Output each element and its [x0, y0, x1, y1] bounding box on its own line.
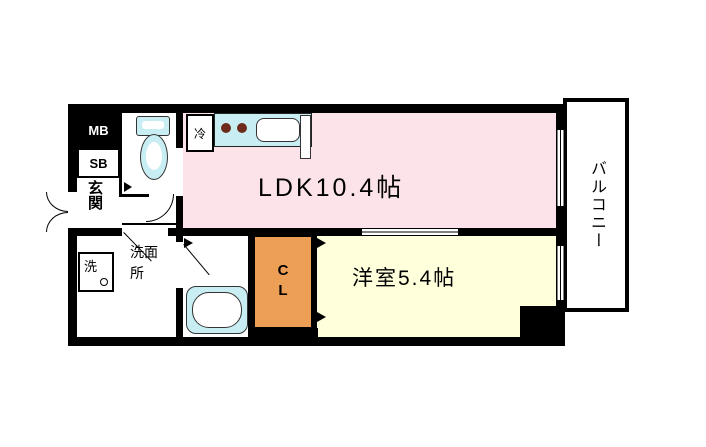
meter-box-label: MB — [88, 122, 109, 138]
door-swing-marker-icon — [317, 238, 326, 248]
refrigerator-box: 冷 — [186, 114, 214, 152]
wall — [312, 228, 317, 346]
stove-burner-icon — [237, 123, 247, 133]
entrance-label: 玄関 — [86, 180, 103, 210]
wall — [248, 228, 254, 346]
washroom-label: 洗面所 — [130, 244, 158, 281]
bathtub-inner — [192, 292, 242, 328]
washing-machine-label: 洗 — [84, 259, 98, 274]
washing-machine-box: 洗 — [78, 252, 114, 292]
closet-label: CL — [274, 262, 292, 302]
shoe-box: SB — [77, 148, 120, 178]
door-swing-marker-icon — [317, 312, 326, 322]
wall — [248, 328, 318, 346]
wall — [119, 104, 122, 196]
western-room — [317, 236, 556, 337]
stove-burner-icon — [221, 123, 231, 133]
wall — [68, 104, 565, 113]
refrigerator-label: 冷 — [193, 126, 206, 141]
door-swing-arc-icon — [146, 194, 174, 222]
structural-pillar — [520, 306, 565, 346]
western-room-label: 洋室5.4帖 — [352, 267, 457, 290]
wall — [176, 196, 183, 232]
wall — [168, 228, 362, 236]
sliding-door-icon — [362, 228, 458, 236]
balcony: バルコニー — [563, 98, 629, 312]
double-door-arc-icon — [46, 212, 68, 232]
ldk-label: LDK10.4帖 — [258, 174, 405, 202]
balcony-label: バルコニー — [588, 160, 605, 250]
wall — [119, 194, 149, 197]
wall — [176, 228, 183, 242]
wall — [176, 104, 183, 148]
wall — [556, 206, 565, 246]
wall — [176, 288, 183, 346]
wall — [68, 104, 77, 192]
wall — [68, 232, 77, 346]
door-swing-marker-icon — [184, 238, 193, 248]
kitchen-sink-icon — [256, 118, 300, 142]
drain-icon — [100, 278, 108, 286]
meter-box: MB — [77, 112, 120, 148]
double-door-arc-icon — [46, 192, 68, 212]
counter-side-panel — [300, 115, 311, 159]
toilet-bowl-inner — [146, 142, 162, 170]
wall — [458, 228, 565, 236]
entrance-step-line — [122, 223, 176, 225]
toilet-tank-lid — [142, 121, 164, 129]
closet-room — [254, 236, 312, 328]
window-glass-icon — [556, 130, 565, 206]
door-swing-line-icon — [183, 244, 210, 276]
window-glass-icon — [556, 246, 565, 300]
shoe-box-label: SB — [89, 155, 108, 171]
wall — [68, 228, 122, 236]
wall — [556, 104, 565, 130]
door-swing-marker-icon — [124, 182, 132, 192]
